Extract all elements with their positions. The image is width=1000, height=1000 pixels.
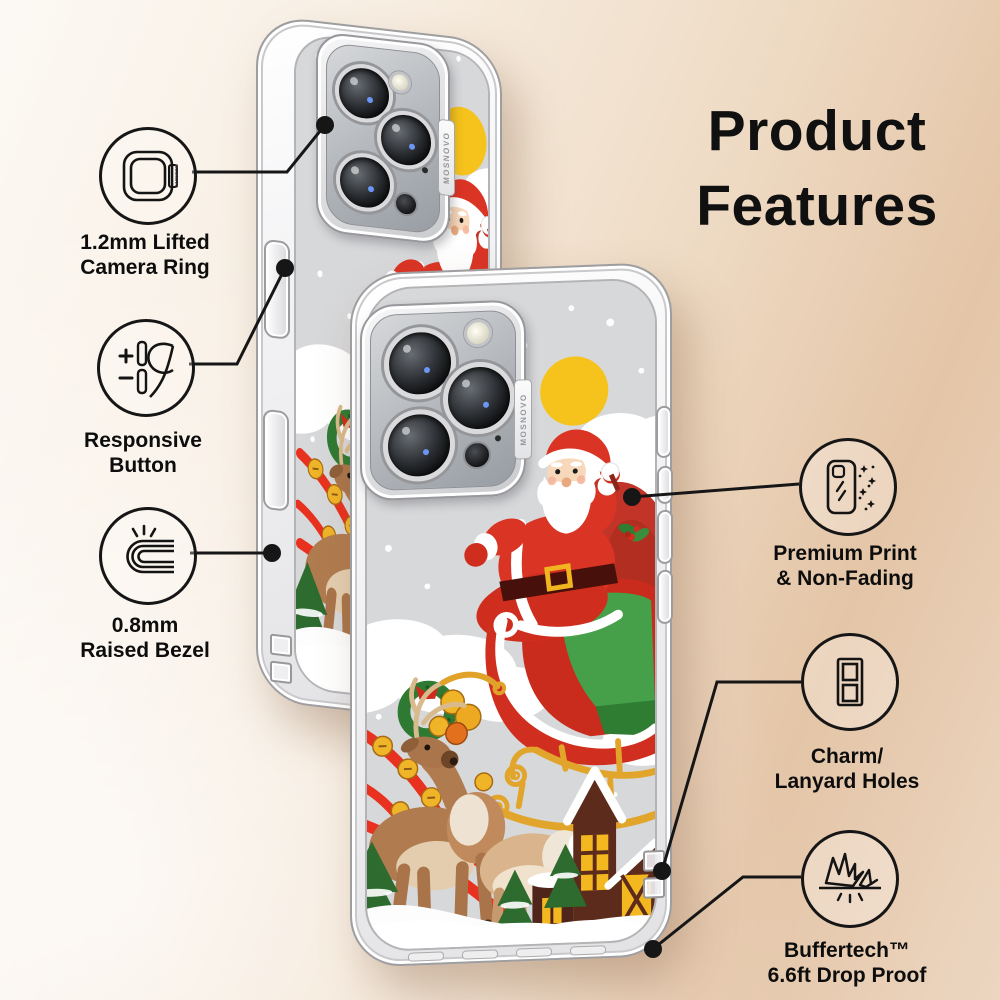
feature-icon-responsive-button	[97, 319, 195, 417]
brand-label: MOSNOVO	[174, 164, 179, 188]
volume-button	[657, 569, 673, 625]
lanyard-holes	[643, 849, 665, 899]
phone-case-front: MOSNOVO	[350, 261, 673, 968]
feature-icon-drop-proof	[801, 830, 899, 928]
brand-tab: MOSNOVO	[514, 379, 532, 460]
title-line-2: Features	[696, 174, 938, 239]
clear-case-rim: MOSNOVO	[350, 261, 673, 968]
camera-ring-icon: MOSNOVO	[122, 150, 179, 202]
volume-button	[264, 238, 290, 340]
premium-print-icon	[826, 459, 876, 515]
camera-module: MOSNOVO	[316, 30, 455, 247]
side-button	[657, 465, 673, 505]
side-button	[656, 405, 672, 459]
feature-label-responsive-button: Responsive Button	[84, 429, 202, 478]
lanyard-holes	[270, 633, 292, 685]
feature-label-camera-ring: 1.2mm Lifted Camera Ring	[80, 231, 210, 280]
responsive-button-icon	[118, 340, 175, 398]
mic-hole	[422, 166, 428, 174]
camera-module: MOSNOVO	[360, 299, 532, 502]
feature-icon-charm-holes	[801, 633, 899, 731]
side-button	[263, 408, 289, 512]
feature-label-charm-holes: Charm/ Lanyard Holes	[774, 745, 920, 794]
feature-label-raised-bezel: 0.8mm Raised Bezel	[80, 614, 210, 663]
brand-tab: MOSNOVO	[438, 118, 455, 197]
page-title: Product Features	[652, 94, 982, 244]
volume-button	[657, 509, 673, 565]
drop-proof-icon	[819, 852, 881, 904]
raised-bezel-icon	[126, 524, 174, 574]
charm-lanyard-holes-icon	[836, 657, 864, 707]
brand-label: MOSNOVO	[518, 393, 528, 446]
title-line-1: Product	[707, 99, 927, 164]
feature-label-drop-proof: Buffertech™ 6.6ft Drop Proof	[767, 939, 927, 988]
feature-icon-premium-print	[799, 438, 897, 536]
feature-icon-camera-ring: MOSNOVO	[99, 127, 197, 225]
feature-label-premium-print: Premium Print & Non-Fading	[773, 542, 917, 591]
brand-label: MOSNOVO	[442, 131, 451, 185]
feature-icon-raised-bezel	[99, 507, 197, 605]
